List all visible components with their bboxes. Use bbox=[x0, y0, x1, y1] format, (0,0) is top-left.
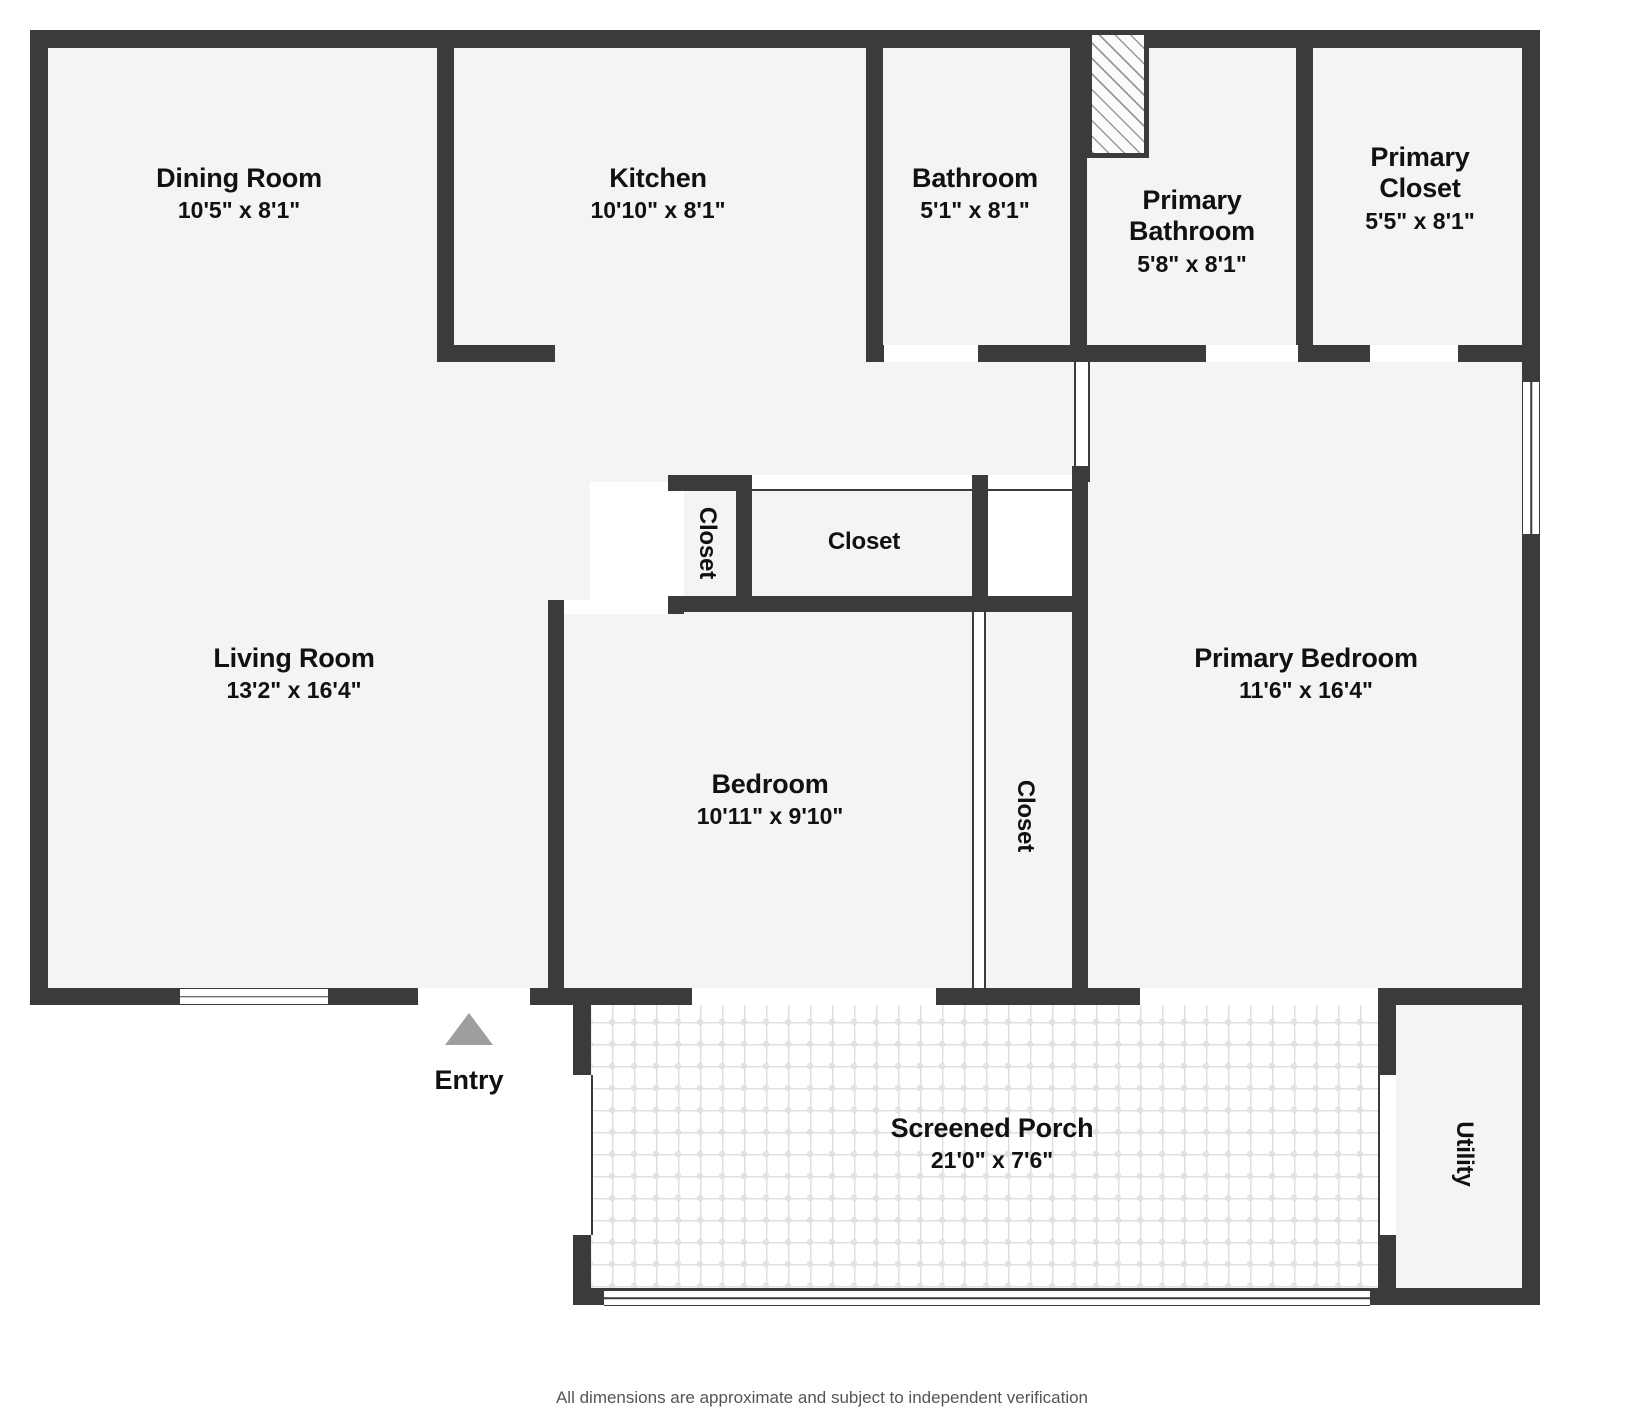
entry-label: Entry bbox=[434, 1065, 504, 1095]
screen-porch-left bbox=[573, 1075, 591, 1235]
screen-porch-right bbox=[1378, 1075, 1396, 1235]
wall-hall-vertical-line-r bbox=[1088, 362, 1090, 466]
room-fill-closet-primary-walk bbox=[975, 600, 1080, 1000]
wall-dining-kitchen bbox=[437, 30, 454, 360]
window-porch-bottom bbox=[604, 1290, 1370, 1306]
doorway-primary-closet bbox=[1370, 345, 1458, 362]
screen-porch-left-line bbox=[591, 1075, 593, 1235]
wall-closet-block-bottom bbox=[668, 596, 1088, 612]
room-fill-closet-small bbox=[672, 478, 744, 608]
wall-closet-block-right bbox=[1072, 475, 1088, 612]
wall-kitchen-bathroom bbox=[866, 30, 883, 360]
doorway-primary-walk-closet bbox=[972, 612, 986, 988]
wall-exterior-right bbox=[1522, 30, 1540, 1305]
window-primary-bedroom-right bbox=[1522, 382, 1540, 534]
room-fill-living-room bbox=[30, 330, 590, 1000]
wall-primary-walk-line-r bbox=[984, 612, 986, 988]
wall-bathroom-primarybath bbox=[1070, 30, 1087, 360]
room-fill-closet-hall bbox=[744, 478, 984, 608]
room-fill-kitchen bbox=[440, 30, 880, 360]
shower-fixture-hatch bbox=[1087, 30, 1149, 158]
wall-closet-hall-right bbox=[972, 475, 988, 612]
wall-hall-vertical-line-l bbox=[1074, 362, 1076, 466]
doorway-closet-hall-top bbox=[752, 475, 972, 489]
room-fill-utility bbox=[1395, 995, 1540, 1305]
room-fill-primary-bedroom bbox=[1072, 400, 1540, 1000]
wall-exterior-top bbox=[30, 30, 1540, 48]
window-living-room-bottom bbox=[180, 988, 328, 1005]
room-fill-bathroom bbox=[872, 30, 1082, 360]
entry-arrow-icon bbox=[445, 1013, 493, 1045]
wall-primary-bedroom-left bbox=[1072, 600, 1088, 1000]
doorway-bedroom-top bbox=[564, 600, 668, 614]
footer-disclaimer: All dimensions are approximate and subje… bbox=[555, 1388, 1089, 1407]
wall-bedroom-left bbox=[548, 600, 564, 1000]
doorway-entry bbox=[418, 988, 530, 1005]
wall-primary-walk-line-l bbox=[972, 612, 974, 988]
wall-kitchen-bottom-stub bbox=[437, 345, 555, 362]
room-fill-screened-porch bbox=[590, 1000, 1395, 1300]
doorway-porch-to-primary-bedroom bbox=[1140, 988, 1378, 1005]
room-fill-primary-closet bbox=[1300, 30, 1540, 360]
doorway-closet-small bbox=[668, 491, 684, 596]
doorway-primary-closet-walk-top bbox=[988, 475, 1072, 489]
wall-exterior-left bbox=[30, 30, 48, 1000]
screen-porch-right-line bbox=[1378, 1075, 1380, 1235]
doorway-hall-vertical bbox=[1074, 362, 1090, 466]
doorway-bathroom bbox=[884, 345, 978, 362]
room-fill-dining-room bbox=[30, 30, 448, 360]
room-fill-bedroom bbox=[548, 600, 988, 1000]
wall-closet-small-divider bbox=[736, 475, 752, 612]
doorway-porch-to-bedroom bbox=[692, 988, 936, 1005]
doorway-primary-bathroom bbox=[1206, 345, 1298, 362]
wall-utility-bottom bbox=[1378, 1288, 1540, 1305]
wall-primarybath-primarycloset bbox=[1296, 30, 1313, 360]
